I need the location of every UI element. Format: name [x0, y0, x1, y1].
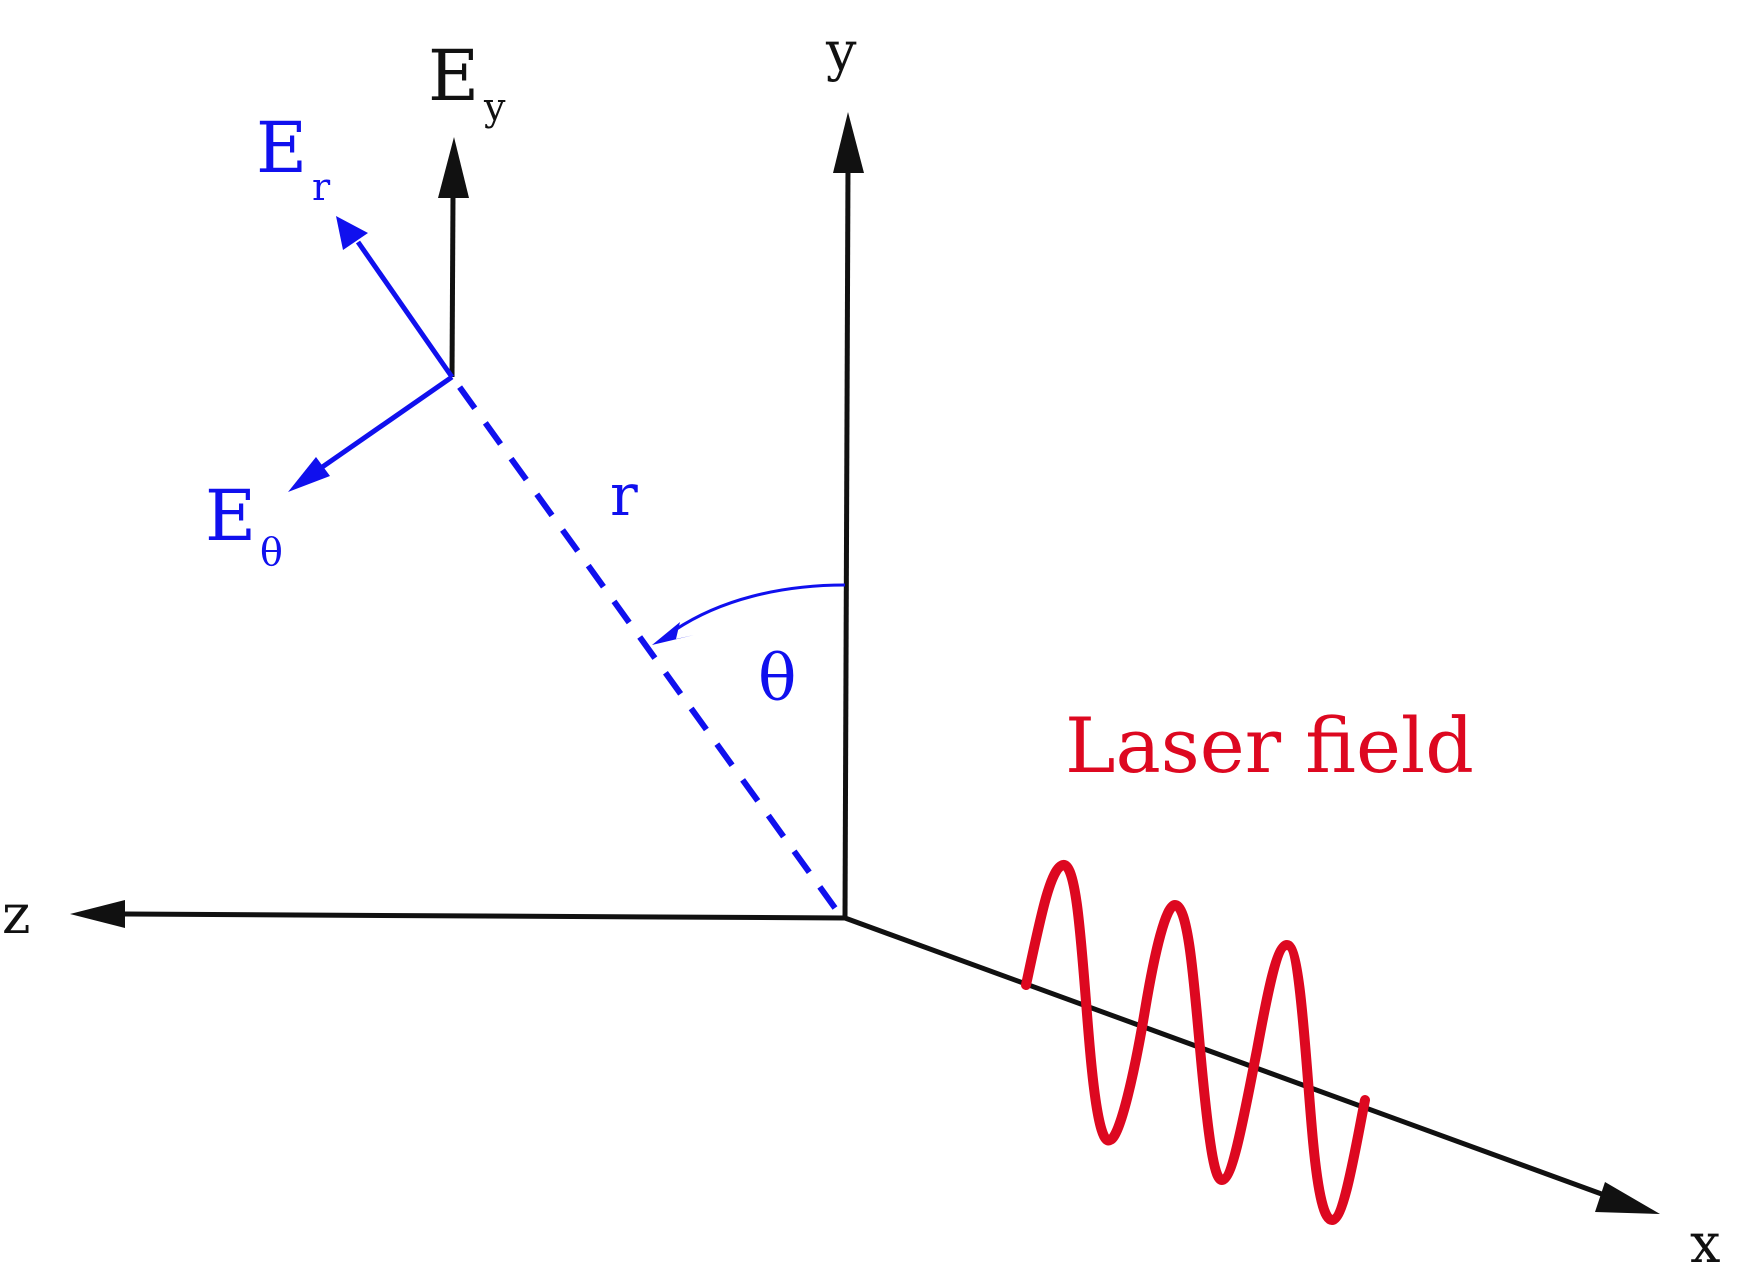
z-axis-arrowhead: [70, 900, 125, 928]
x-axis-arrowhead: [1595, 1182, 1660, 1214]
etheta-vector: [288, 374, 454, 492]
ey-label-subscript: y: [483, 85, 506, 129]
laser-field-label: Laser field: [1065, 701, 1474, 790]
radius-label: r: [610, 461, 638, 529]
radius-dashed-line: [450, 376, 838, 910]
ey-label-main: E: [428, 35, 479, 117]
laser-wave: [1021, 860, 1370, 1225]
y-axis-arrowhead: [833, 112, 864, 173]
theta-angle-label: θ: [758, 642, 797, 716]
etheta-label-subscript: θ: [260, 530, 283, 574]
z-axis-label: z: [2, 883, 30, 946]
er-label-main: E: [256, 107, 307, 189]
y-axis: [833, 112, 864, 919]
ey-arrowhead: [438, 137, 469, 198]
ey-vector: [438, 137, 469, 378]
theta-angle-arc: [652, 583, 846, 645]
z-axis: [70, 900, 846, 928]
etheta-arrowhead: [288, 457, 330, 492]
er-arrowhead: [336, 216, 368, 250]
x-axis-label: x: [1690, 1212, 1720, 1275]
x-axis: [844, 915, 1660, 1214]
er-vector: [336, 216, 455, 379]
theta-arc-arrowhead: [652, 622, 694, 645]
y-axis-label: y: [825, 20, 857, 83]
er-label-subscript: r: [312, 165, 331, 209]
etheta-label-main: E: [205, 475, 256, 557]
